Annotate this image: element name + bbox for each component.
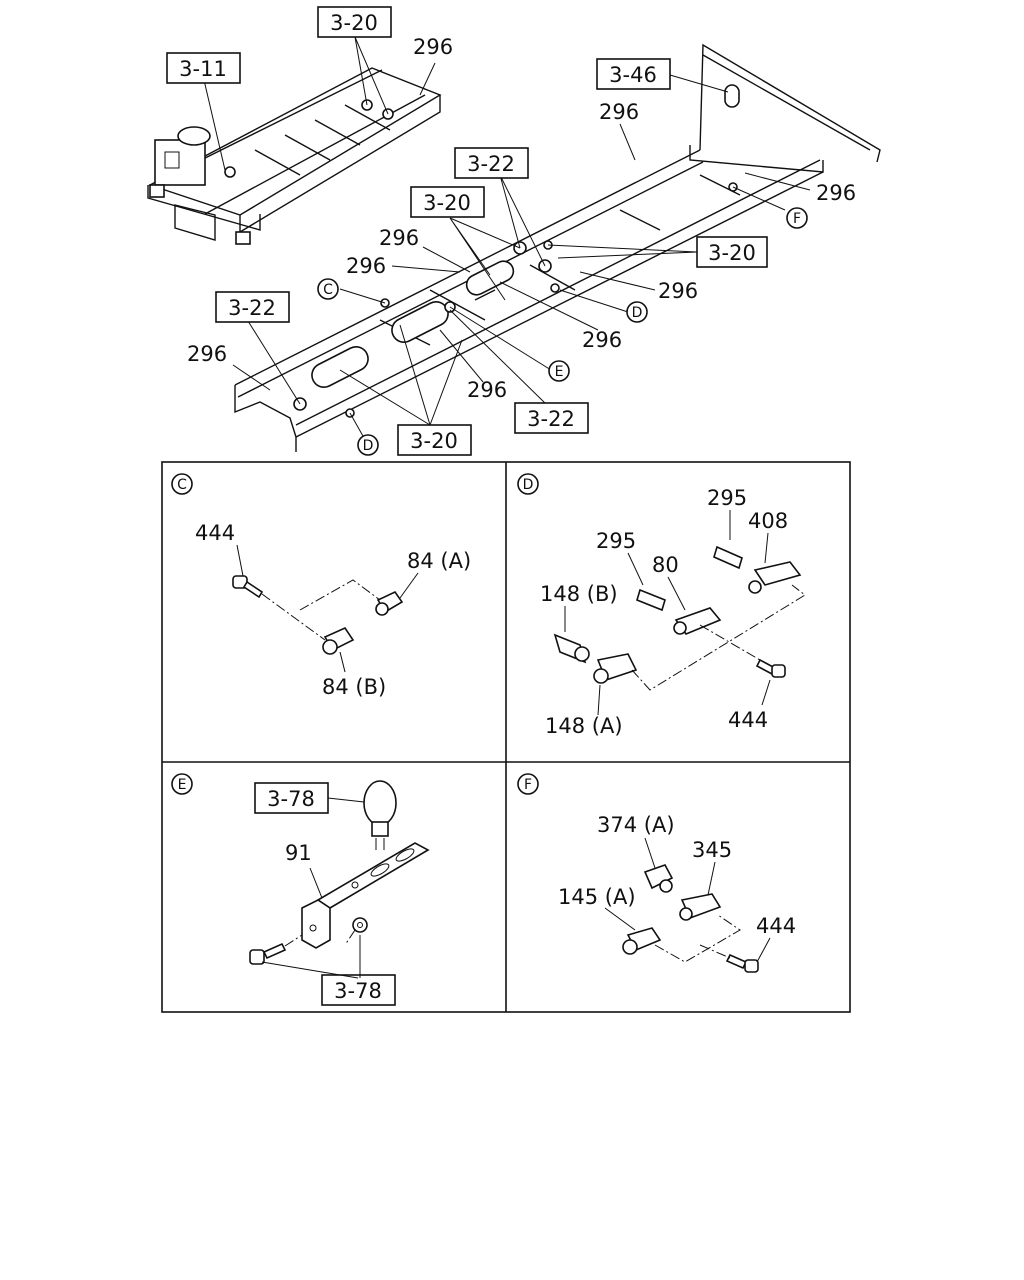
panel-d-fitting-148b [553, 606, 590, 664]
panel-d-label-295-a: 295 [707, 486, 747, 510]
panel-f-bolt-444 [725, 937, 771, 973]
panel-e-ref-box-3-78-bottom[interactable]: 3-78 [321, 974, 396, 1006]
panel-e-bracket-91 [301, 842, 430, 949]
panel-e-clamp [327, 780, 397, 850]
panel-d-fitting-148a [593, 653, 638, 716]
panel-c-tag: C [171, 473, 193, 495]
svg-text:3-22: 3-22 [228, 296, 276, 320]
svg-text:3-78: 3-78 [267, 787, 315, 811]
svg-text:D: D [523, 477, 534, 493]
panel-d-label-148a: 148 (A) [545, 714, 623, 738]
svg-text:3-20: 3-20 [410, 429, 458, 453]
callout-c[interactable]: C [317, 278, 339, 300]
svg-text:F: F [793, 211, 801, 227]
part-label-296-f: 296 [658, 279, 698, 303]
ref-box-3-22-lower[interactable]: 3-22 [514, 402, 589, 434]
panel-d-label-444: 444 [728, 708, 768, 732]
svg-text:C: C [177, 477, 187, 493]
ref-box-3-20-mid[interactable]: 3-20 [410, 186, 485, 218]
detail-panel-d: D 295 408 295 80 148 (B) 148 (A) 444 [517, 473, 806, 738]
panel-f-tag: F [517, 773, 539, 795]
overview-leaders [203, 36, 811, 446]
svg-text:3-22: 3-22 [527, 407, 575, 431]
panel-e-ref-box-3-78-top[interactable]: 3-78 [254, 782, 329, 814]
panel-d-connector-295-b [627, 552, 666, 612]
panel-d-label-408: 408 [748, 509, 788, 533]
part-label-296-c: 296 [816, 181, 856, 205]
part-label-296-h: 296 [187, 342, 227, 366]
svg-text:3-22: 3-22 [467, 152, 515, 176]
panel-c-label-84a: 84 (A) [407, 549, 471, 573]
panel-e-nut [352, 917, 368, 933]
callout-e[interactable]: E [548, 360, 570, 382]
part-label-296-e: 296 [346, 254, 386, 278]
panel-f-fitting-374a [643, 837, 674, 893]
cab-frame-section [147, 67, 442, 245]
part-label-296-a: 296 [413, 35, 453, 59]
panel-c-fitting-84a [375, 572, 419, 616]
ref-box-3-22-left[interactable]: 3-22 [215, 291, 290, 323]
ref-box-3-20-top[interactable]: 3-20 [317, 6, 392, 38]
detail-grid [161, 461, 851, 1013]
chassis-overview: 3-20 3-11 3-46 3-22 3-20 3-20 3-22 3-22 [147, 6, 881, 456]
svg-text:E: E [178, 777, 187, 793]
ref-box-3-20-right[interactable]: 3-20 [696, 236, 768, 268]
svg-text:3-20: 3-20 [330, 11, 378, 35]
svg-text:3-46: 3-46 [609, 63, 657, 87]
detail-panel-c: C 444 84 (A) 84 (B) [171, 473, 471, 699]
part-label-296-b: 296 [599, 100, 639, 124]
svg-text:3-20: 3-20 [423, 191, 471, 215]
svg-text:E: E [555, 364, 564, 380]
main-frame-rails [234, 43, 881, 452]
panel-d-connector-295-a [713, 510, 743, 570]
panel-d-tag: D [517, 473, 539, 495]
panel-d-label-80: 80 [652, 553, 679, 577]
panel-f-label-145a: 145 (A) [558, 885, 636, 909]
svg-text:D: D [363, 438, 374, 454]
callout-d-bottom[interactable]: D [357, 434, 379, 456]
panel-f-tee-345 [679, 861, 722, 921]
panel-c-label-84b: 84 (B) [322, 675, 386, 699]
panel-c-bolt-444 [232, 544, 264, 599]
panel-f-label-374a: 374 (A) [597, 813, 675, 837]
part-label-296-i: 296 [467, 378, 507, 402]
svg-text:3-78: 3-78 [334, 979, 382, 1003]
panel-e-tag: E [171, 773, 193, 795]
panel-f-label-345: 345 [692, 838, 732, 862]
panel-d-label-295-b: 295 [596, 529, 636, 553]
svg-text:3-20: 3-20 [708, 241, 756, 265]
callout-d-right[interactable]: D [626, 301, 648, 323]
panel-d-tee-80 [667, 576, 722, 635]
svg-text:3-11: 3-11 [179, 57, 227, 81]
ref-box-3-46[interactable]: 3-46 [596, 58, 671, 90]
part-label-296-g: 296 [582, 328, 622, 352]
panel-d-tee-408 [748, 532, 802, 594]
panel-d-bolt-444 [755, 658, 786, 706]
svg-text:C: C [323, 282, 333, 298]
panel-c-fitting-84b [322, 626, 355, 673]
callout-f[interactable]: F [786, 207, 808, 229]
svg-text:D: D [632, 305, 643, 321]
panel-f-fitting-145a [604, 907, 662, 955]
part-label-296-d: 296 [379, 226, 419, 250]
detail-panel-e: E 3-78 3-78 91 [171, 773, 430, 1006]
ref-box-3-11[interactable]: 3-11 [166, 52, 241, 84]
detail-panel-f: F 374 (A) 345 145 (A) 444 [517, 773, 796, 973]
panel-c-label-444: 444 [195, 521, 235, 545]
svg-text:F: F [524, 777, 532, 793]
panel-f-label-444: 444 [756, 914, 796, 938]
ref-box-3-20-bottom[interactable]: 3-20 [397, 424, 472, 456]
panel-d-label-148b: 148 (B) [540, 582, 618, 606]
ref-box-3-22-upper[interactable]: 3-22 [454, 147, 529, 179]
panel-e-label-91: 91 [285, 841, 312, 865]
panel-e-bolt [249, 942, 287, 965]
